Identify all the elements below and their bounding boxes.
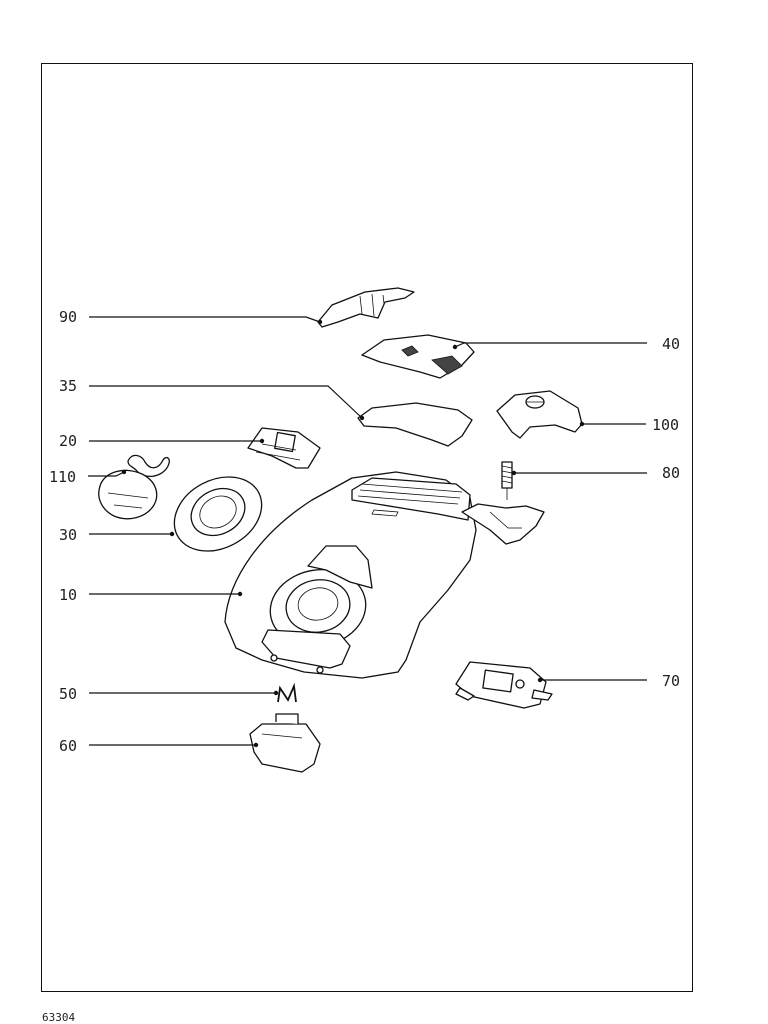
label-40: 40 (662, 335, 680, 353)
label-50: 50 (59, 685, 77, 703)
label-60-callout: 60 (59, 737, 259, 755)
label-40-callout: 40 (452, 335, 680, 353)
label-90-callout: 90 (59, 308, 323, 326)
part-30-ring-flange (173, 476, 263, 552)
label-20: 20 (59, 432, 77, 450)
label-100: 100 (652, 416, 679, 434)
label-110: 110 (49, 468, 76, 486)
part-90-handle-cover (317, 287, 415, 328)
part-110-clip-cap (98, 454, 170, 520)
part-100-button-cap (496, 390, 583, 439)
part-70-base-tray (455, 661, 553, 709)
label-80: 80 (662, 464, 680, 482)
part-10-main-housing (224, 471, 545, 679)
part-60-latch (249, 713, 321, 773)
label-80-callout: 80 (511, 464, 680, 482)
label-70: 70 (662, 672, 680, 690)
label-30-callout: 30 (59, 526, 175, 544)
label-10: 10 (59, 586, 77, 604)
label-110-callout: 110 (49, 468, 127, 486)
part-20-filter-holder (247, 427, 321, 469)
label-70-callout: 70 (537, 672, 680, 690)
label-60: 60 (59, 737, 77, 755)
label-90: 90 (59, 308, 77, 326)
label-50-callout: 50 (59, 685, 279, 703)
label-20-callout: 20 (59, 432, 265, 450)
drawing-frame (41, 63, 693, 992)
part-40-grille-cover (361, 334, 475, 379)
label-10-callout: 10 (59, 586, 243, 604)
label-35-callout: 35 (59, 377, 365, 421)
label-35: 35 (59, 377, 77, 395)
part-50-spring-clip (277, 682, 297, 703)
drawing-reference-code: 63304 (42, 1011, 76, 1024)
label-30: 30 (59, 526, 77, 544)
part-80-spring (501, 461, 513, 500)
part-35-filter-pad (357, 402, 473, 447)
label-100-callout: 100 (579, 416, 679, 434)
